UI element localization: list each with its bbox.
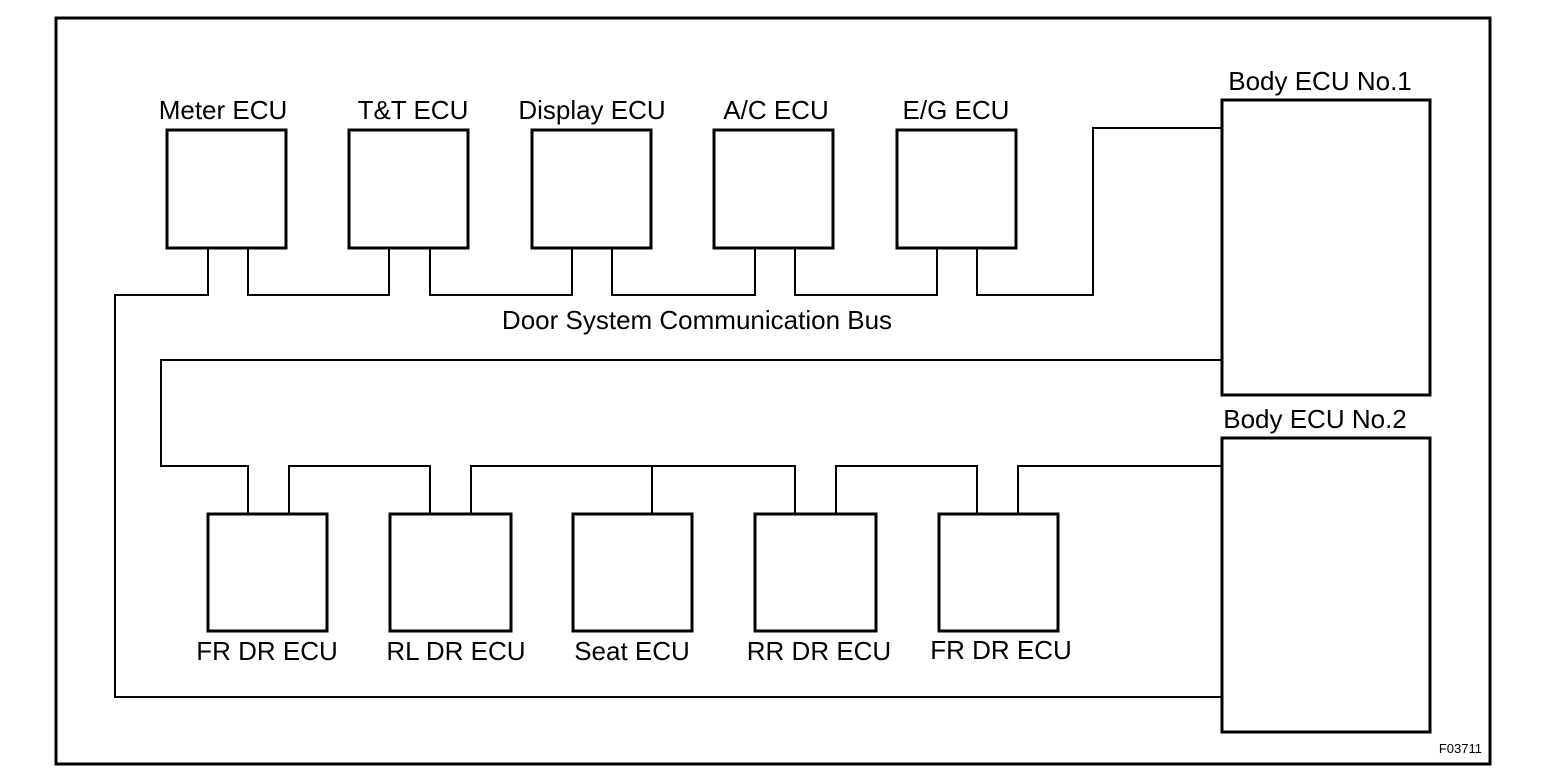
- fr-dr-ecu-2-label: FR DR ECU: [930, 635, 1072, 665]
- figure-code: F03711: [1439, 741, 1482, 756]
- tt-ecu-box: [347, 128, 470, 250]
- body-ecu-2-label: Body ECU No.2: [1223, 404, 1407, 434]
- lower-bus-wires: [160, 359, 1222, 514]
- rr-dr-ecu-box: [753, 512, 878, 633]
- body-ecu-1-label: Body ECU No.1: [1228, 66, 1412, 96]
- meter-ecu-label: Meter ECU: [159, 95, 288, 125]
- rl-dr-ecu-label: RL DR ECU: [386, 636, 525, 666]
- ac-ecu-label: A/C ECU: [723, 95, 828, 125]
- body-ecu-2-box: [1220, 436, 1432, 734]
- seat-ecu-label: Seat ECU: [574, 636, 690, 666]
- display-ecu-label: Display ECU: [518, 95, 665, 125]
- tt-ecu-label: T&T ECU: [358, 95, 469, 125]
- diagram-frame: [54, 16, 1492, 766]
- fr-dr-ecu-1-box: [206, 512, 329, 633]
- bus-label: Door System Communication Bus: [502, 305, 892, 335]
- eg-ecu-label: E/G ECU: [903, 95, 1010, 125]
- display-ecu-box: [530, 128, 653, 250]
- ac-ecu-box: [712, 128, 835, 250]
- fr-dr-ecu-1-label: FR DR ECU: [196, 636, 338, 666]
- rr-dr-ecu-label: RR DR ECU: [747, 636, 891, 666]
- seat-ecu-box: [571, 512, 694, 633]
- eg-ecu-box: [895, 128, 1018, 250]
- upper-bus-wires: [114, 127, 1222, 698]
- fr-dr-ecu-2-box: [937, 512, 1060, 633]
- meter-ecu-box: [165, 128, 288, 250]
- rl-dr-ecu-box: [388, 512, 513, 633]
- body-ecu-1-box: [1220, 98, 1432, 397]
